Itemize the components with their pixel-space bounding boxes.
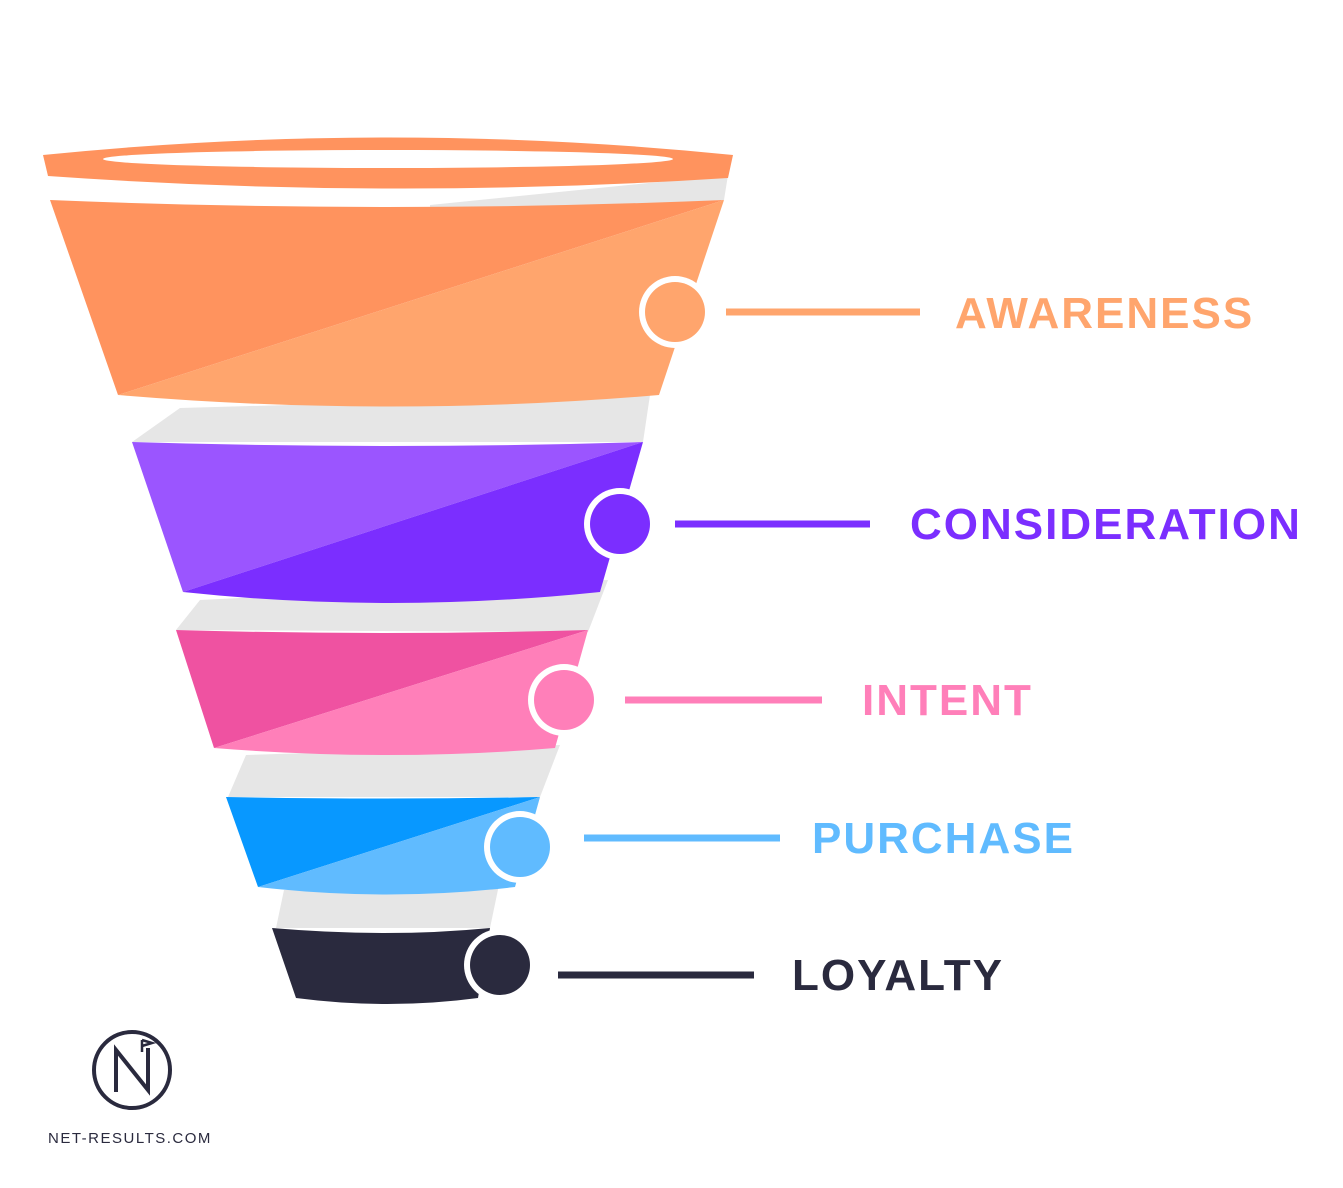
funnel-back-1 (132, 395, 650, 442)
brand-logo-letter (114, 1044, 150, 1096)
funnel-back-0 (430, 175, 728, 215)
funnel-stage-consideration (132, 442, 870, 603)
funnel-stage-loyalty (272, 928, 754, 1004)
stage-shape-dark (183, 442, 643, 603)
stage-label-purchase: PURCHASE (812, 814, 1075, 863)
stage-label-awareness: AWARENESS (955, 289, 1255, 338)
stage-shape-dark (272, 928, 490, 1004)
brand-logo-icon (92, 1030, 172, 1110)
stage-dot (534, 670, 594, 730)
funnel-back-3 (228, 745, 560, 797)
brand-url: NET-RESULTS.COM (48, 1130, 212, 1147)
stage-label-consideration: CONSIDERATION (910, 500, 1302, 549)
stage-shape-dark (176, 630, 588, 748)
stage-dot (645, 282, 705, 342)
stage-shape-light (214, 630, 588, 755)
stage-shape-dark (50, 200, 724, 395)
funnel-stage-awareness (50, 200, 920, 407)
stage-dot (490, 817, 550, 877)
funnel-rim (43, 137, 733, 189)
brand-logo-flag (140, 1038, 157, 1052)
funnel-stage-intent (176, 630, 822, 755)
stage-shape-light (258, 797, 540, 895)
stage-label-loyalty: LOYALTY (792, 951, 1005, 1000)
stage-shape-light (118, 200, 724, 407)
stage-dot (470, 935, 530, 995)
stage-shape-light (132, 442, 643, 592)
stage-dot (590, 494, 650, 554)
stage-shape-dark (226, 797, 540, 887)
brand-logo-ring (92, 1030, 172, 1110)
stage-label-intent: INTENT (862, 676, 1033, 725)
funnel-rim-opening (103, 150, 673, 168)
funnel-stage-purchase (226, 797, 780, 895)
